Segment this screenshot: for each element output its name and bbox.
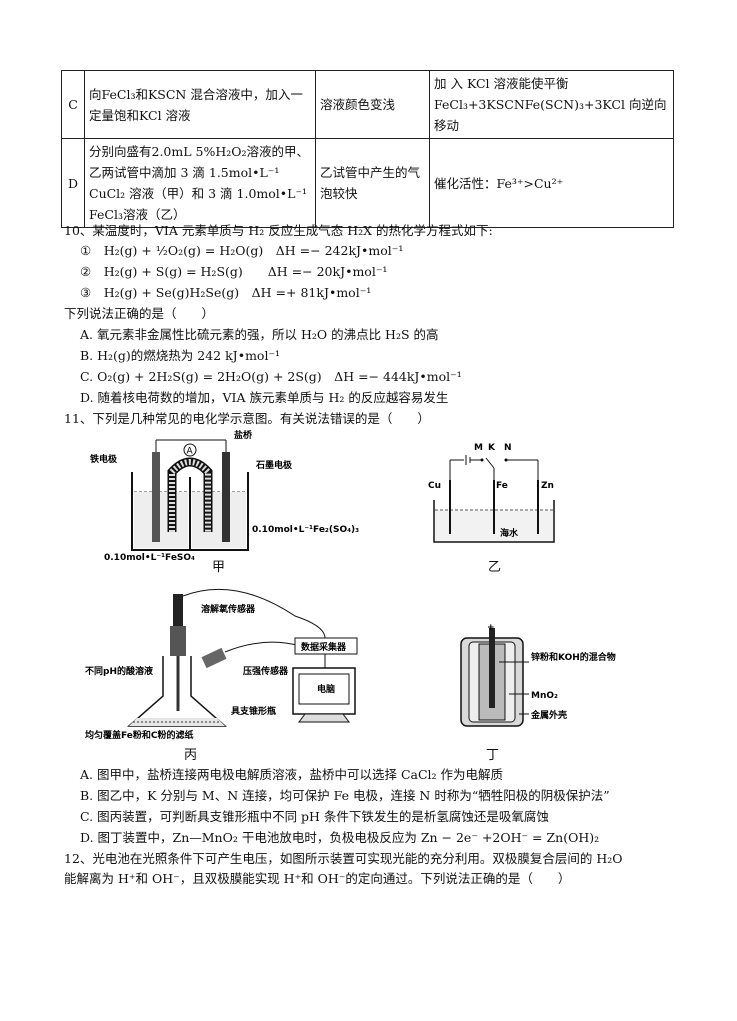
shell-label: 金属外壳 bbox=[530, 709, 567, 721]
row-conclusion: 加 入 KCl 溶液能使平衡FeCl₃+3KSCNFe(SCN)₃+3KCl 向… bbox=[429, 70, 674, 139]
figure-ding-svg: + 锌粉和KOH的混合物 MnO₂ 金属外壳 bbox=[460, 623, 616, 727]
q12-line1: 12、光电池在光照条件下可产生电压，如图所示装置可实现光能的充分利用。双极膜复合… bbox=[64, 851, 623, 866]
row-key: D bbox=[61, 138, 85, 228]
q11-stem: 11、下列是几种常见的电化学示意图。有关说法错误的是（ ） bbox=[64, 411, 430, 426]
feso4-label: 0.10mol•L⁻¹FeSO₄ bbox=[104, 553, 195, 563]
table-row: D 分别向盛有2.0mL 5%H₂O₂溶液的甲、乙两试管中滴加 3 滴 1.5m… bbox=[61, 138, 674, 228]
plus-label: + bbox=[487, 623, 495, 633]
pressure-sensor-label: 压强传感器 bbox=[243, 665, 289, 677]
row-phenomenon: 乙试管中产生的气泡较快 bbox=[315, 138, 430, 228]
q10-eq1: ① H₂(g) + ½O₂(g) = H₂O(g) ΔH =− 242kJ•mo… bbox=[80, 243, 404, 258]
options-table: C 向FeCl₃和KSCN 混合溶液中，加入一定量饱和KCl 溶液 溶液颜色变浅… bbox=[61, 70, 674, 228]
acid-label: 不同pH的酸溶液 bbox=[85, 665, 154, 677]
n-label: N bbox=[504, 443, 512, 453]
row-conclusion: 催化活性：Fe³⁺>Cu²⁺ bbox=[429, 138, 674, 228]
q12-line2: 能解离为 H⁺和 OH⁻，且双极膜能实现 H⁺和 OH⁻的定向通过。下列说法正确… bbox=[64, 871, 571, 886]
figure-bing-svg: 溶解氧传感器 数据采集器 不同pH的酸溶液 压强传感器 电脑 具支锥形瓶 均匀覆… bbox=[85, 588, 358, 741]
caption-jia: 甲 bbox=[212, 560, 226, 575]
salt-bridge-label: 盐桥 bbox=[234, 429, 253, 441]
cu-label: Cu bbox=[428, 481, 441, 491]
m-label: M bbox=[474, 443, 483, 453]
figure-yi: M K N Cu Fe Zn 海水 bbox=[426, 440, 566, 550]
q11-option-d: D. 图丁装置中，Zn—MnO₂ 干电池放电时，负极电极反应为 Zn − 2e⁻… bbox=[80, 830, 600, 845]
figure-yi-svg: M K N Cu Fe Zn 海水 bbox=[428, 443, 555, 543]
q11-option-c: C. 图丙装置，可判断具支锥形瓶中不同 pH 条件下铁发生的是析氢腐蚀还是吸氧腐… bbox=[80, 809, 549, 824]
q10-ask: 下列说法正确的是（ ） bbox=[64, 306, 215, 321]
row-phenomenon: 溶液颜色变浅 bbox=[315, 70, 430, 139]
zn-label: Zn bbox=[541, 481, 554, 491]
flask-label: 具支锥形瓶 bbox=[230, 705, 276, 717]
q10-option-c: C. O₂(g) + 2H₂S(g) = 2H₂O(g) + 2S(g) ΔH … bbox=[80, 369, 462, 384]
q10-option-d: D. 随着核电荷数的增加，VIA 族元素单质与 H₂ 的反应越容易发生 bbox=[80, 390, 449, 405]
row-operation: 分别向盛有2.0mL 5%H₂O₂溶液的甲、乙两试管中滴加 3 滴 1.5mol… bbox=[84, 138, 316, 228]
figure-jia: A 盐桥 铁电极 石墨电极 0.10mol•L⁻¹FeSO₄ 0.10mol•L… bbox=[90, 429, 359, 563]
zn-koh-label: 锌粉和KOH的混合物 bbox=[531, 651, 616, 663]
o2-sensor-label: 溶解氧传感器 bbox=[201, 603, 256, 615]
figure-bing: 溶解氧传感器 数据采集器 不同pH的酸溶液 压强传感器 电脑 具支锥形瓶 均匀覆… bbox=[85, 586, 385, 741]
caption-bing: 丙 bbox=[184, 748, 198, 763]
row-operation: 向FeCl₃和KSCN 混合溶液中，加入一定量饱和KCl 溶液 bbox=[84, 70, 316, 139]
filter-paper-label: 均匀覆盖Fe粉和C粉的滤纸 bbox=[85, 729, 194, 741]
fe-label: Fe bbox=[496, 481, 508, 491]
mno2-label: MnO₂ bbox=[531, 691, 558, 701]
daq-label: 数据采集器 bbox=[301, 641, 347, 653]
q10-eq3: ③ H₂(g) + Se(g)H₂Se(g) ΔH =+ 81kJ•mol⁻¹ bbox=[80, 285, 372, 300]
figure-ding: + 锌粉和KOH的混合物 MnO₂ 金属外壳 bbox=[455, 622, 616, 732]
computer-label: 电脑 bbox=[317, 683, 335, 695]
q10-eq2: ② H₂(g) + S(g) = H₂S(g) ΔH =− 20kJ•mol⁻¹ bbox=[80, 264, 388, 279]
ammeter-label: A bbox=[187, 447, 194, 457]
caption-ding: 丁 bbox=[486, 748, 500, 763]
figure-jia-svg: A 盐桥 铁电极 石墨电极 0.10mol•L⁻¹FeSO₄ 0.10mol•L… bbox=[90, 429, 359, 563]
q11-option-a: A. 图甲中，盐桥连接两电极电解质溶液，盐桥中可以选择 CaCl₂ 作为电解质 bbox=[80, 767, 504, 782]
table-row: C 向FeCl₃和KSCN 混合溶液中，加入一定量饱和KCl 溶液 溶液颜色变浅… bbox=[61, 70, 674, 139]
q10-option-a: A. 氧元素非金属性比硫元素的强，所以 H₂O 的沸点比 H₂S 的高 bbox=[80, 327, 439, 342]
q10-option-b: B. H₂(g)的燃烧热为 242 kJ•mol⁻¹ bbox=[80, 348, 281, 363]
q10-stem: 10、某温度时，VIA 元素单质与 H₂ 反应生成气态 H₂X 的热化学方程式如… bbox=[64, 223, 493, 238]
fe2so43-label: 0.10mol•L⁻¹Fe₂(SO₄)₃ bbox=[252, 525, 359, 535]
k-label: K bbox=[488, 443, 496, 453]
graphite-electrode-label: 石墨电极 bbox=[255, 459, 293, 471]
caption-yi: 乙 bbox=[488, 560, 502, 575]
q11-option-b: B. 图乙中，K 分别与 M、N 连接，均可保护 Fe 电极，连接 N 时称为“… bbox=[80, 788, 610, 803]
row-key: C bbox=[61, 70, 85, 139]
seawater-label: 海水 bbox=[500, 527, 519, 539]
iron-electrode-label: 铁电极 bbox=[90, 453, 118, 465]
